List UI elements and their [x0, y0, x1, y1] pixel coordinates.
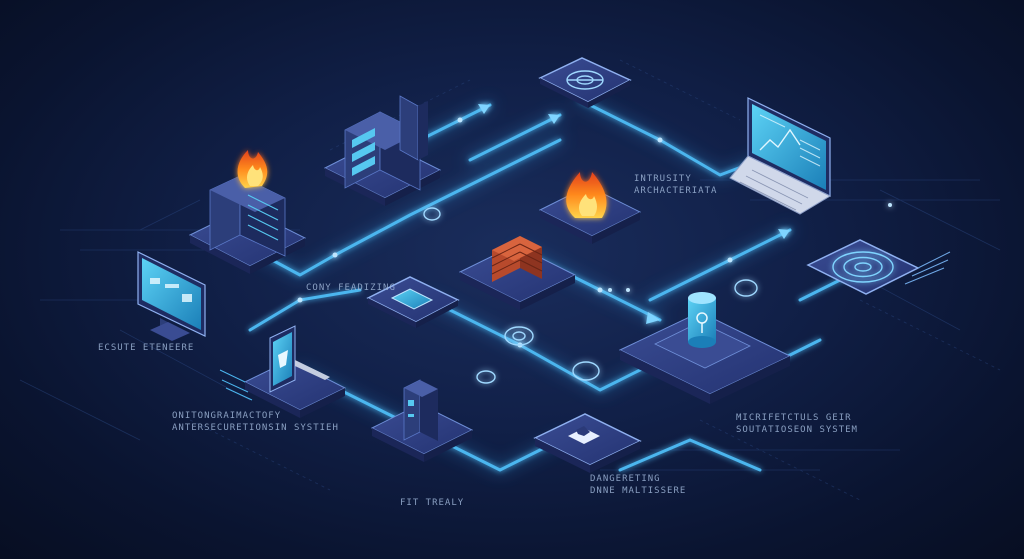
fire-icon — [566, 172, 607, 218]
arrow-head-3 — [646, 312, 660, 324]
server-on-fire-icon — [209, 150, 286, 257]
pipe-11 — [618, 438, 762, 472]
radar-icon — [566, 70, 604, 90]
server-tower-icon — [403, 379, 438, 441]
shield-ring-icon — [423, 207, 441, 221]
label-conv: CONY FEADIZING — [306, 283, 396, 293]
pipe-8 — [648, 228, 792, 302]
label-onitoring: ONITONGRAIMACTOFY ANTERSECURETIONSIN SYS… — [172, 411, 339, 433]
database-node — [618, 292, 792, 404]
label-dangering: DANGERETING DNNE MALTISSERE — [590, 474, 687, 496]
brick-wall-icon — [491, 236, 543, 282]
radar-right-node — [806, 239, 951, 295]
arrow-head-1 — [478, 104, 490, 114]
cloud-ring-icon — [476, 370, 496, 384]
pipe-10 — [248, 288, 362, 332]
fire-center-node — [538, 172, 642, 244]
radar-icon — [832, 251, 894, 283]
monitor-icon — [137, 251, 206, 341]
brick-firewall-node — [458, 236, 577, 310]
server-rack-node — [323, 95, 442, 206]
chip-center-node — [366, 276, 460, 328]
label-intrusion: INTRUSITY ARCHACTERIATA — [634, 174, 718, 196]
lock-ring-icon — [504, 326, 534, 346]
secure-box-node — [533, 413, 642, 473]
tablet-icon — [269, 325, 330, 393]
laptop-dashboard-icon — [729, 97, 832, 215]
pipe-1 — [233, 138, 562, 277]
label-micro: MICRIFETCTULS GEIR SOUTATIOSEON SYSTEM — [736, 413, 858, 435]
server-rack-icon — [344, 95, 428, 191]
firewall-server-node — [188, 150, 307, 274]
database-cylinder-icon — [688, 292, 716, 348]
laptop-node — [729, 97, 832, 215]
check-ring-icon — [734, 279, 758, 297]
sync-ring-icon — [572, 361, 600, 381]
pipe-3 — [468, 113, 562, 162]
ring-icons — [423, 207, 758, 384]
chip-icon — [390, 288, 434, 310]
radar-top-node — [538, 57, 632, 108]
left-monitor-node — [137, 251, 206, 341]
tower-node — [370, 379, 474, 462]
label-ecu: ECSUTE ETENEERE — [98, 343, 195, 353]
arrow-head-2 — [548, 114, 560, 124]
pipe-6 — [428, 298, 662, 392]
tablet-node — [219, 325, 347, 418]
shield-box-icon — [568, 426, 600, 444]
arrow-head-4 — [778, 229, 790, 239]
label-fit: FIT TREALY — [400, 498, 465, 508]
